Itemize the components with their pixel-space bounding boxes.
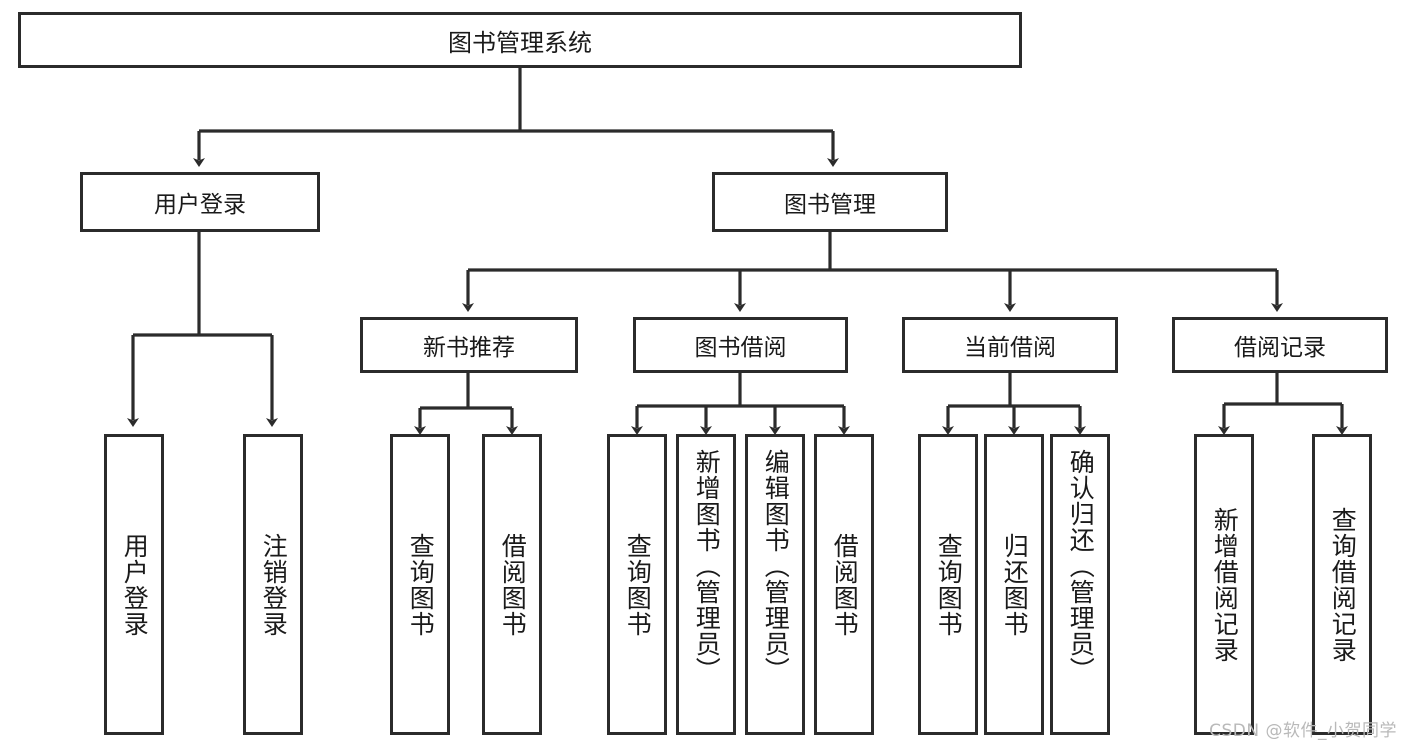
leaf-query-book-current[interactable]: 查询图书 bbox=[918, 434, 978, 735]
node-current-borrow[interactable]: 当前借阅 bbox=[902, 317, 1118, 373]
node-book-management[interactable]: 图书管理 bbox=[712, 172, 948, 232]
node-label: 图书管理 bbox=[784, 192, 876, 218]
leaf-label: 编辑图书（管理员） bbox=[761, 449, 791, 683]
leaf-add-borrow-record[interactable]: 新增借阅记录 bbox=[1194, 434, 1254, 735]
node-label: 图书借阅 bbox=[694, 335, 787, 361]
leaf-return-book[interactable]: 归还图书 bbox=[984, 434, 1044, 735]
leaf-query-book-borrow[interactable]: 查询图书 bbox=[607, 434, 667, 735]
leaf-label: 新增图书（管理员） bbox=[692, 449, 722, 683]
node-user-login[interactable]: 用户登录 bbox=[80, 172, 320, 232]
node-label: 用户登录 bbox=[154, 192, 246, 218]
leaf-label: 确认归还（管理员） bbox=[1066, 449, 1096, 683]
leaf-borrow-book[interactable]: 借阅图书 bbox=[814, 434, 874, 735]
leaf-label: 归还图书 bbox=[1000, 532, 1030, 637]
watermark: CSDN @软件_小贺同学 bbox=[1209, 721, 1397, 741]
node-label: 新书推荐 bbox=[423, 335, 515, 361]
node-label: 当前借阅 bbox=[964, 335, 1056, 361]
leaf-edit-book-admin[interactable]: 编辑图书（管理员） bbox=[745, 434, 805, 735]
leaf-query-borrow-record[interactable]: 查询借阅记录 bbox=[1312, 434, 1372, 735]
leaf-label: 借阅图书 bbox=[498, 532, 528, 637]
leaf-user-logout[interactable]: 注销登录 bbox=[243, 434, 303, 735]
leaf-query-book-recommend[interactable]: 查询图书 bbox=[390, 434, 450, 735]
leaf-user-login[interactable]: 用户登录 bbox=[104, 434, 164, 735]
node-label: 图书管理系统 bbox=[448, 28, 592, 57]
leaf-label: 查询图书 bbox=[406, 532, 436, 637]
leaf-label: 注销登录 bbox=[259, 532, 289, 637]
node-book-borrow[interactable]: 图书借阅 bbox=[633, 317, 848, 373]
leaf-label: 用户登录 bbox=[120, 532, 150, 637]
leaf-label: 查询借阅记录 bbox=[1328, 506, 1358, 663]
leaf-label: 借阅图书 bbox=[830, 532, 860, 637]
node-root-system[interactable]: 图书管理系统 bbox=[18, 12, 1022, 68]
node-new-book-recommend[interactable]: 新书推荐 bbox=[360, 317, 578, 373]
leaf-label: 新增借阅记录 bbox=[1210, 506, 1240, 663]
node-borrow-record[interactable]: 借阅记录 bbox=[1172, 317, 1388, 373]
leaf-borrow-book-recommend[interactable]: 借阅图书 bbox=[482, 434, 542, 735]
leaf-add-book-admin[interactable]: 新增图书（管理员） bbox=[676, 434, 736, 735]
leaf-label: 查询图书 bbox=[934, 532, 964, 637]
leaf-confirm-return-admin[interactable]: 确认归还（管理员） bbox=[1050, 434, 1110, 735]
leaf-label: 查询图书 bbox=[623, 532, 653, 637]
node-label: 借阅记录 bbox=[1234, 335, 1326, 361]
